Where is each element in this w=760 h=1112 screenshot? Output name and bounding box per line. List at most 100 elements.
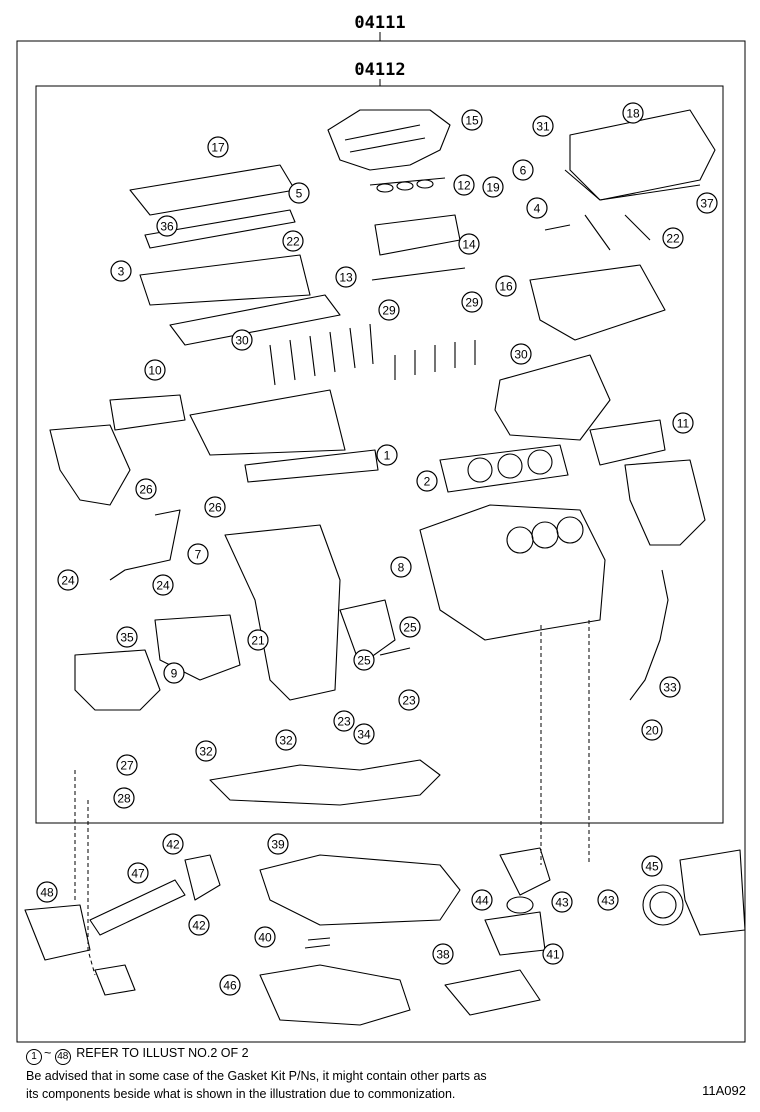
callout-circle <box>110 260 132 282</box>
callout-number: 18 <box>626 107 640 121</box>
callout-31: 31 <box>532 115 554 137</box>
callout-circle <box>282 230 304 252</box>
callout-35: 35 <box>116 626 138 648</box>
callout-circle <box>195 740 217 762</box>
callout-number: 24 <box>156 579 170 593</box>
callout-14: 14 <box>458 233 480 255</box>
callout-circle <box>432 943 454 965</box>
callout-number: 21 <box>251 634 265 648</box>
callout-7: 7 <box>187 543 209 565</box>
callout-number: 11 <box>677 417 690 431</box>
callout-circle <box>187 543 209 565</box>
callout-number: 26 <box>139 483 153 497</box>
callout-47: 47 <box>127 862 149 884</box>
callout-number: 43 <box>601 894 615 908</box>
callout-23: 23 <box>333 710 355 732</box>
callout-number: 48 <box>40 886 54 900</box>
callout-circle <box>510 343 532 365</box>
callout-2: 2 <box>416 470 438 492</box>
callout-number: 1 <box>384 449 391 463</box>
callout-number: 47 <box>131 867 145 881</box>
callout-circle <box>156 215 178 237</box>
callout-number: 42 <box>192 919 206 933</box>
callout-number: 16 <box>499 280 513 294</box>
callout-circle <box>247 629 269 651</box>
callout-circle <box>116 626 138 648</box>
part-outlines <box>24 109 746 1026</box>
callout-number: 37 <box>700 197 714 211</box>
callout-circle <box>162 833 184 855</box>
callout-30: 30 <box>231 329 253 351</box>
callout-circle <box>641 719 663 741</box>
callout-number: 40 <box>258 931 272 945</box>
callout-number: 5 <box>296 187 303 201</box>
callout-number: 8 <box>398 561 405 575</box>
callout-circle <box>231 329 253 351</box>
callout-24: 24 <box>57 569 79 591</box>
callout-43: 43 <box>551 891 573 913</box>
callout-36: 36 <box>156 215 178 237</box>
callout-1: 1 <box>376 444 398 466</box>
callout-circle <box>461 291 483 313</box>
callout-number: 46 <box>223 979 237 993</box>
callout-6: 6 <box>512 159 534 181</box>
callout-number: 30 <box>235 334 249 348</box>
callout-number: 34 <box>357 728 371 742</box>
callout-number: 6 <box>520 164 527 178</box>
callout-number: 22 <box>666 232 680 246</box>
callout-17: 17 <box>207 136 229 158</box>
callout-circle <box>127 862 149 884</box>
callout-number: 7 <box>195 548 202 562</box>
callout-circle <box>254 926 276 948</box>
callout-circle <box>333 710 355 732</box>
callout-number: 4 <box>534 202 541 216</box>
callout-circle <box>512 159 534 181</box>
callout-20: 20 <box>641 719 663 741</box>
callout-number: 23 <box>402 694 416 708</box>
callout-22: 22 <box>662 227 684 249</box>
callout-number: 20 <box>645 724 659 738</box>
callout-circle <box>353 649 375 671</box>
ref-to-mark: 48 <box>54 1049 71 1065</box>
callout-circle <box>597 889 619 911</box>
callout-number: 12 <box>457 179 471 193</box>
callout-number: 39 <box>271 838 285 852</box>
callout-number: 45 <box>645 860 659 874</box>
callout-number: 41 <box>546 948 560 962</box>
callout-number: 15 <box>465 114 479 128</box>
callout-number: 10 <box>148 364 162 378</box>
ref-from-mark: 1 <box>26 1049 42 1065</box>
callout-number: 29 <box>465 296 479 310</box>
callout-10: 10 <box>144 359 166 381</box>
callout-number: 35 <box>120 631 134 645</box>
kit-code-outer: 04111 <box>354 13 405 33</box>
callout-number: 32 <box>199 745 213 759</box>
callout-circle <box>36 881 58 903</box>
callout-circle <box>135 478 157 500</box>
callout-45: 45 <box>641 855 663 877</box>
callout-3: 3 <box>110 260 132 282</box>
footer-note-line1: Be advised that in some case of the Gask… <box>26 1069 487 1083</box>
callout-circle <box>116 754 138 776</box>
callout-circle <box>353 723 375 745</box>
callout-13: 13 <box>335 266 357 288</box>
callout-number: 19 <box>486 181 500 195</box>
callout-number: 14 <box>462 238 476 252</box>
callout-25: 25 <box>399 616 421 638</box>
callout-number: 30 <box>514 348 528 362</box>
outer-kit-frame <box>16 40 746 1043</box>
callout-circle <box>219 974 241 996</box>
callout-26: 26 <box>204 496 226 518</box>
dashed-leaders <box>74 620 590 976</box>
callout-circle <box>458 233 480 255</box>
callout-number: 13 <box>339 271 353 285</box>
callout-circle <box>641 855 663 877</box>
ref-text: REFER TO ILLUST NO.2 OF 2 <box>76 1046 249 1060</box>
callout-25: 25 <box>353 649 375 671</box>
callout-28: 28 <box>113 787 135 809</box>
callout-number: 43 <box>555 896 569 910</box>
callout-34: 34 <box>353 723 375 745</box>
callout-circle <box>335 266 357 288</box>
callout-12: 12 <box>453 174 475 196</box>
callout-number: 32 <box>279 734 293 748</box>
